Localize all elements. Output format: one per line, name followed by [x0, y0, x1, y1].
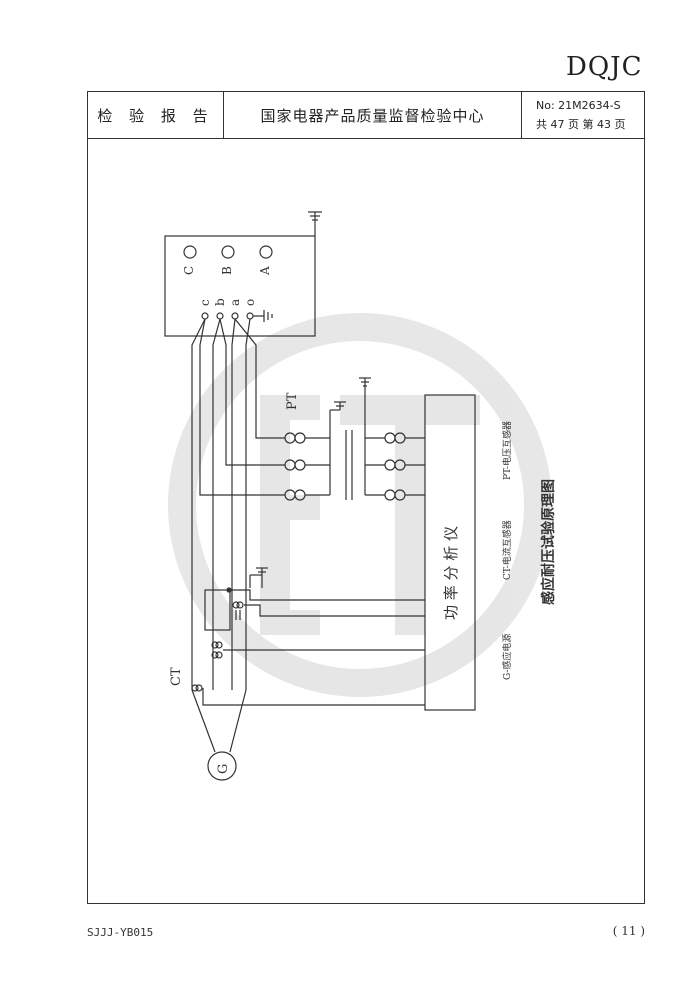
report-number: No: 21M2634-S — [536, 99, 621, 112]
pt-label: PT — [285, 392, 300, 410]
report-meta: No: 21M2634-S 共 47 页 第 43 页 — [522, 92, 644, 138]
ct-label: CT — [169, 667, 184, 686]
report-header: 检 验 报 告 国家电器产品质量监督检验中心 No: 21M2634-S 共 4… — [87, 91, 645, 139]
form-code: SJJJ-YB015 — [87, 926, 154, 939]
power-analyzer-box — [424, 394, 476, 711]
page-info: 共 47 页 第 43 页 — [536, 118, 626, 131]
hv-c-label: C — [182, 266, 196, 275]
report-label: 检 验 报 告 — [88, 92, 224, 138]
legend-ct: CT-电流互感器 — [501, 520, 513, 580]
pt-coils — [284, 432, 406, 501]
hv-b-label: B — [220, 266, 234, 275]
diagram-title: 感应耐压试验原理图 — [540, 479, 557, 605]
lv-b-label: b — [213, 298, 227, 306]
lv-a-label: a — [228, 299, 242, 306]
hv-terminal-a — [259, 245, 273, 259]
legend-g: G-感应电源 — [501, 634, 513, 680]
generator-symbol — [207, 751, 237, 781]
hv-terminal-b — [221, 245, 235, 259]
analyzer-label: 功 率 分 析 仪 — [442, 526, 460, 620]
lv-c-label: c — [198, 299, 212, 306]
center-name: 国家电器产品质量监督检验中心 — [224, 92, 522, 138]
lv-o-label: o — [243, 299, 257, 306]
transformer-box — [164, 235, 316, 337]
legend-pt: PT-电压互感器 — [501, 421, 513, 480]
page-number: ( 11 ) — [612, 924, 645, 938]
ct-section — [191, 394, 476, 781]
hv-terminal-c — [183, 245, 197, 259]
watermark-seal — [168, 313, 552, 697]
brand-logo-text: DQJC — [566, 52, 643, 82]
hv-a-label: A — [258, 266, 272, 276]
report-frame — [87, 139, 645, 904]
g-label: G — [216, 764, 231, 774]
